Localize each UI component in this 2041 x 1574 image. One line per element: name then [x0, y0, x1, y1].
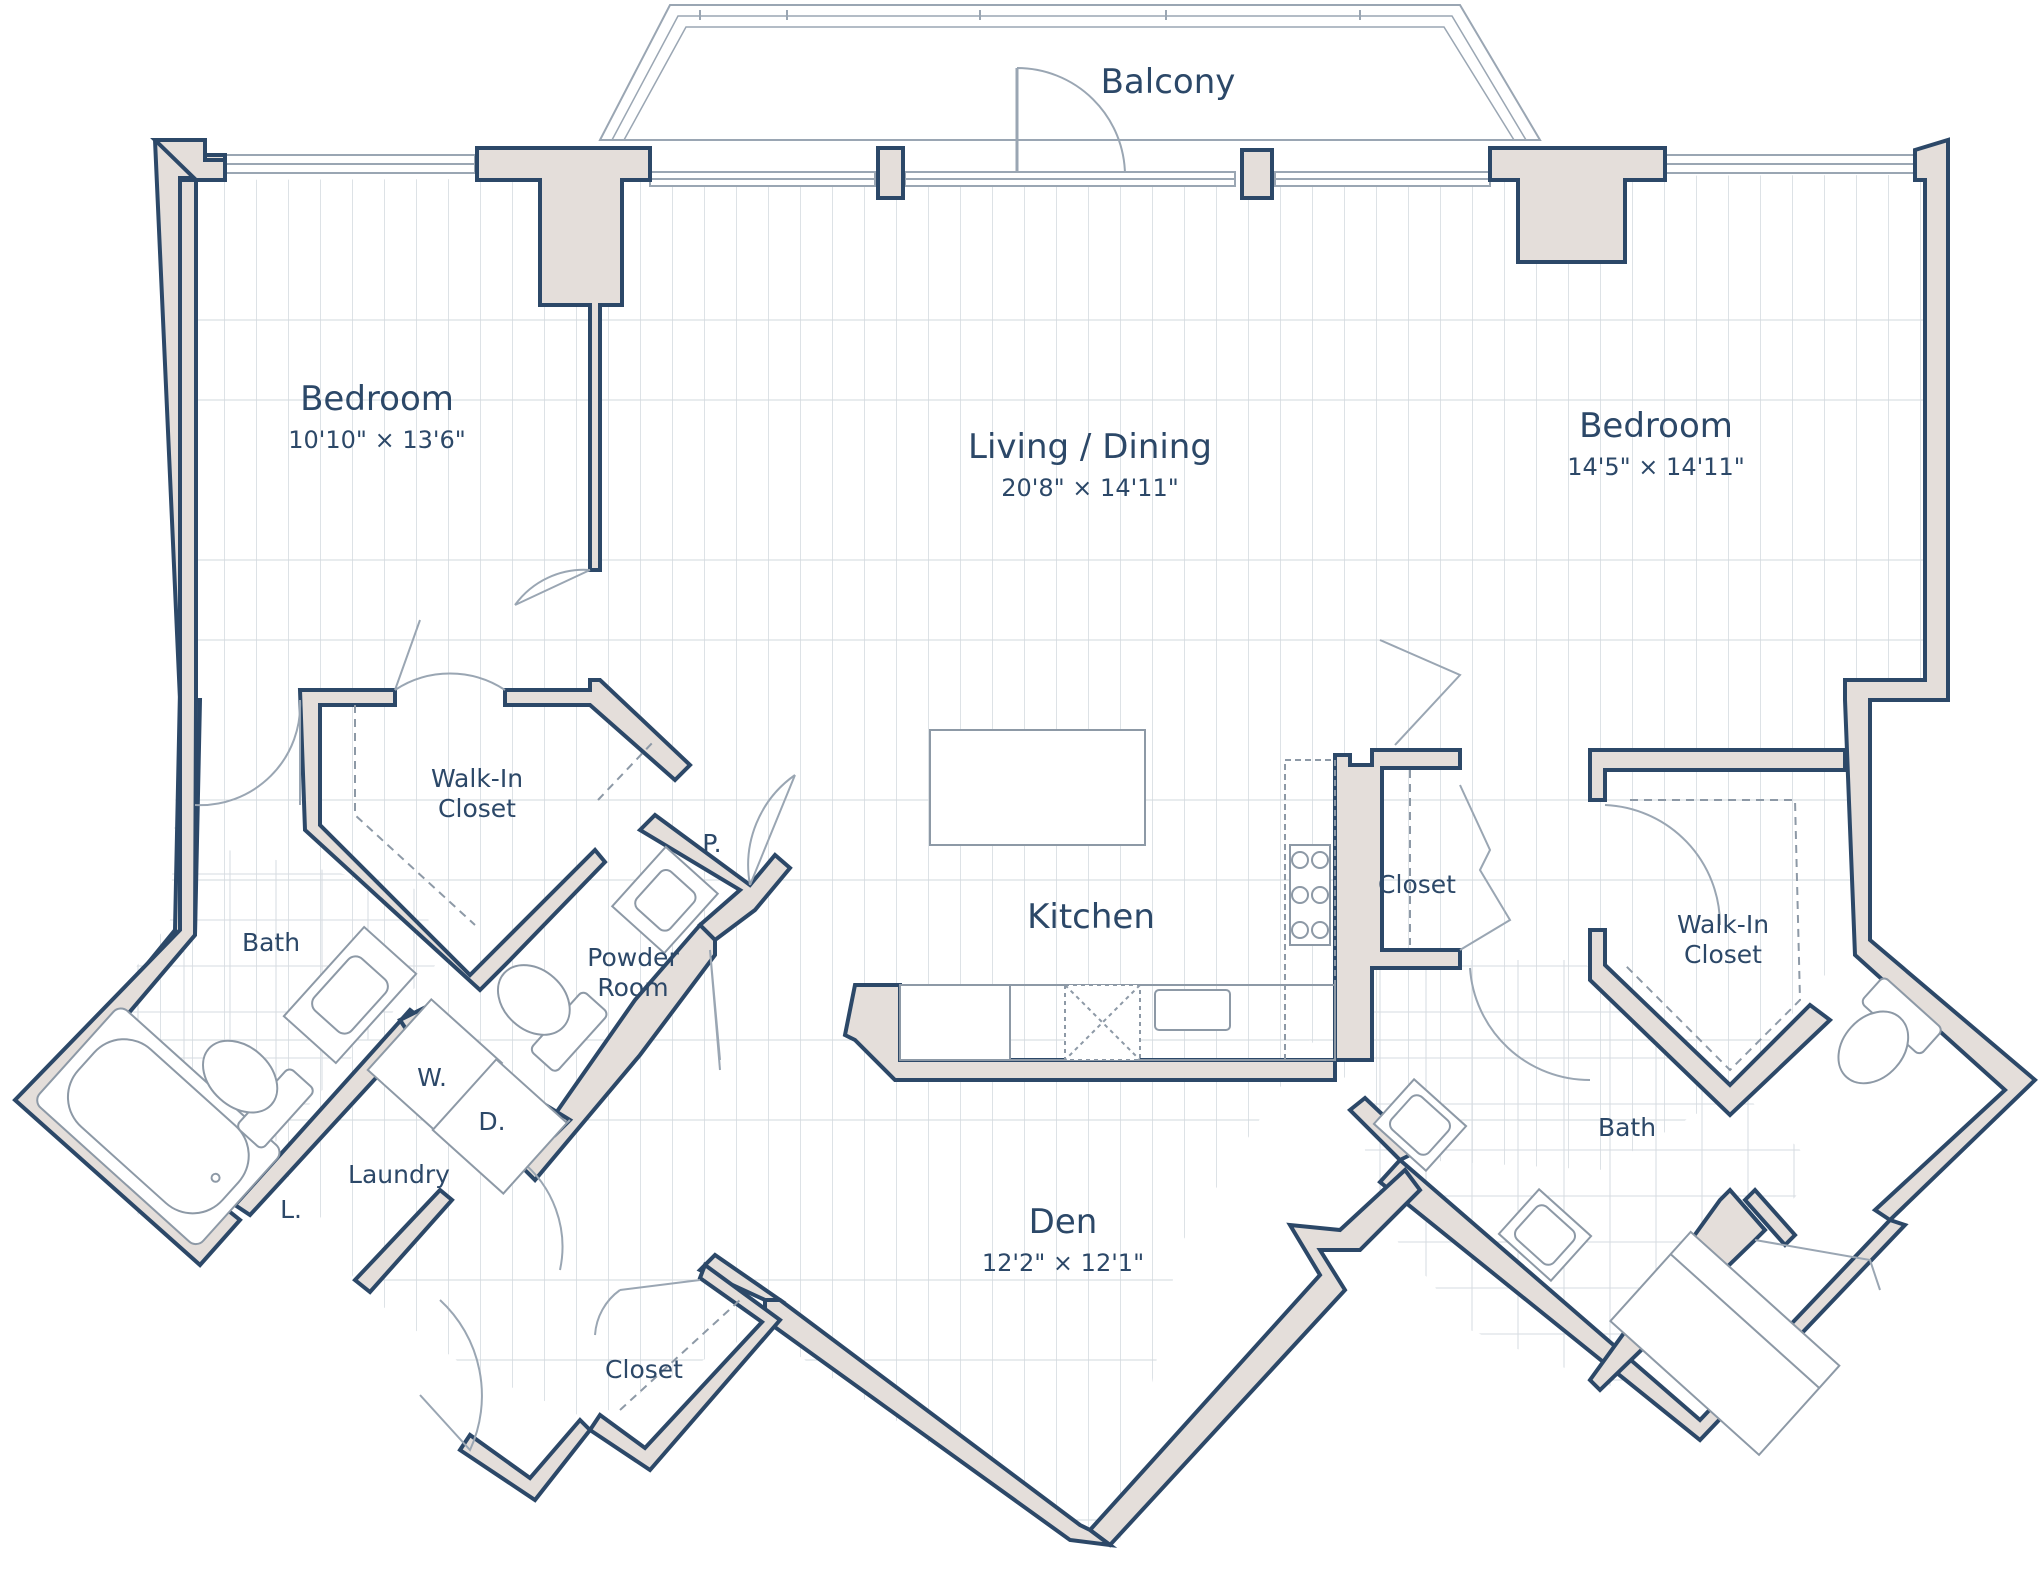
- label-bedroom-left: Bedroom: [300, 379, 454, 419]
- wall-den-closet: [587, 1261, 783, 1473]
- wall-walkin-left: [297, 688, 608, 993]
- label-kitchen: Kitchen: [1027, 897, 1155, 937]
- label-closet-center: Closet: [1378, 870, 1456, 899]
- label-den: Den: [1029, 1202, 1098, 1242]
- label-balcony: Balcony: [1101, 62, 1236, 102]
- door-pantry: [747, 774, 796, 886]
- door-powder: [709, 949, 721, 1071]
- label-bath-right: Bath: [1598, 1113, 1656, 1142]
- kitchen-side-counter: [1284, 759, 1336, 1061]
- label-living-dining: Living / Dining: [968, 427, 1212, 467]
- walls: [12, 137, 2038, 1548]
- shower-bath-right: [1608, 1230, 1841, 1457]
- kitchen-fridge: [899, 984, 1011, 1061]
- toilet-powder: [496, 964, 608, 1072]
- door-closet-center: [1459, 784, 1512, 951]
- door-walkin-left: [394, 619, 506, 691]
- balcony: [598, 4, 1542, 176]
- wall-walkin-left-right: [503, 678, 693, 783]
- label-dryer: D.: [478, 1107, 505, 1136]
- label-walkin-right-1: Walk-In: [1677, 910, 1769, 939]
- mullion-2: [1240, 148, 1274, 200]
- wall-center-closet: [1333, 748, 1462, 1062]
- wall-walkin-right: [1588, 748, 1847, 802]
- label-walkin-left-1: Walk-In: [431, 764, 523, 793]
- toilet-bath-left: [202, 1039, 314, 1149]
- label-laundry: Laundry: [348, 1160, 450, 1189]
- toilet-bath-right: [1837, 977, 1942, 1085]
- dims-bedroom-right: 14'5" × 14'11": [1567, 453, 1745, 481]
- door-bedroom-left: [514, 568, 591, 606]
- door-bedroom-right: [1379, 639, 1462, 746]
- dims-den: 12'2" × 12'1": [982, 1249, 1144, 1277]
- sink-bath-right-1: [1372, 1077, 1468, 1173]
- sink-bath-left: [282, 925, 418, 1065]
- door-walkin-right: [1604, 804, 1722, 926]
- wall-bedroom-left-pillar: [475, 146, 652, 572]
- kitchen-island: [929, 729, 1146, 846]
- label-linen: L.: [280, 1195, 302, 1224]
- door-laundry-lower: [419, 1299, 483, 1452]
- door-closet-den: [594, 1279, 701, 1336]
- wall-walkin-right-lower: [1588, 928, 1834, 1118]
- wall-laundry-door-left: [352, 1187, 455, 1295]
- wall-bedroom-right-pillar: [1488, 146, 1667, 264]
- door-bath-right-shower: [1754, 1239, 1881, 1291]
- windows: [224, 154, 1916, 187]
- wall-right-exterior: [1843, 137, 2038, 1223]
- label-powder-room-1: Powder: [587, 943, 679, 972]
- door-bath-right: [1469, 967, 1591, 1082]
- bathtub-left: [36, 1007, 281, 1246]
- doors: [194, 568, 1881, 1452]
- label-powder-room-2: Room: [597, 973, 668, 1002]
- fixtures: [36, 729, 1942, 1457]
- dims-living-dining: 20'8" × 14'11": [1001, 474, 1179, 502]
- wall-bath-right-shower: [1742, 1187, 1798, 1248]
- closet-rods: [354, 705, 1802, 1411]
- label-closet-den: Closet: [605, 1355, 683, 1384]
- dims-bedroom-left: 10'10" × 13'6": [288, 426, 466, 454]
- label-walkin-left-2: Closet: [438, 794, 516, 823]
- label-bath-left: Bath: [242, 928, 300, 957]
- label-washer: W.: [417, 1063, 447, 1092]
- wall-pantry: [636, 812, 793, 943]
- label-pantry: P.: [702, 829, 721, 858]
- wall-den-left: [696, 1252, 787, 1302]
- room-labels: Balcony Bedroom 10'10" × 13'6" Living / …: [242, 62, 1769, 1384]
- label-walkin-right-2: Closet: [1684, 940, 1762, 969]
- sink-bath-right-2: [1497, 1187, 1593, 1283]
- wall-bottom-right: [1377, 1157, 1909, 1443]
- balcony-railing-posts: [699, 10, 1361, 20]
- mullion-1: [876, 146, 905, 200]
- wall-laundry-lower: [457, 1417, 593, 1503]
- door-bath-left: [194, 699, 302, 807]
- kitchen-sink: [1154, 989, 1231, 1031]
- dryer: [431, 1057, 569, 1195]
- label-bedroom-right: Bedroom: [1579, 406, 1733, 446]
- sink-powder: [610, 845, 720, 955]
